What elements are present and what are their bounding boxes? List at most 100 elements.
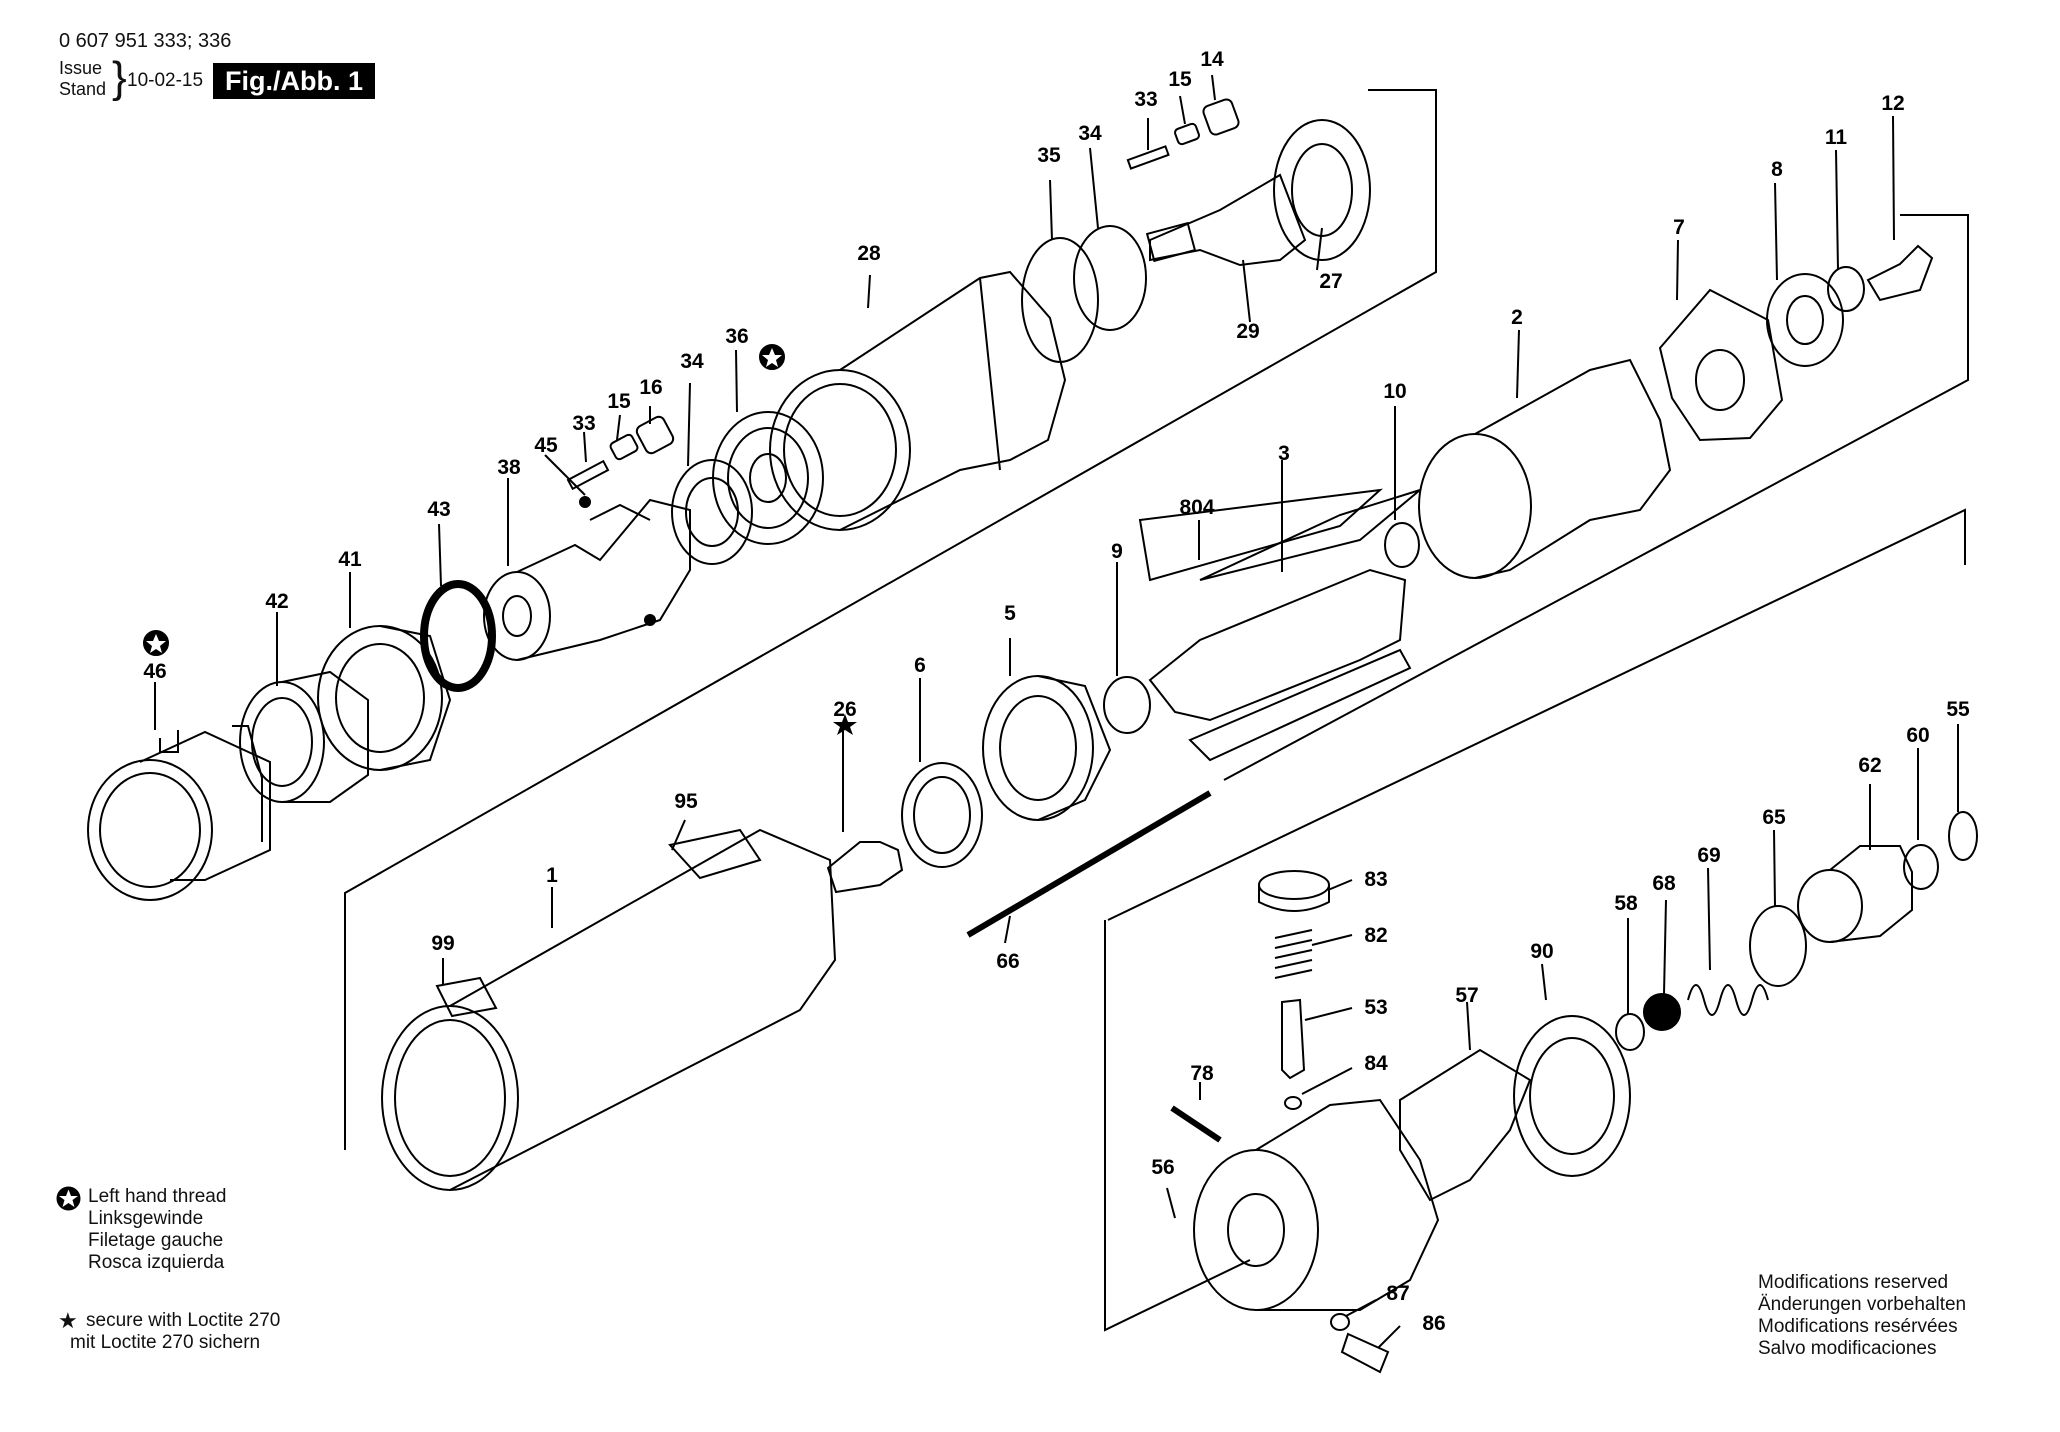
part-number-41: 41 (338, 548, 362, 571)
ball-bearing-8 (1766, 273, 1844, 367)
part-number-10: 10 (1383, 380, 1406, 403)
part-number-62: 62 (1858, 754, 1881, 777)
washer-34a (1073, 225, 1147, 331)
part-number-60: 60 (1906, 724, 1929, 747)
part-number-53: 53 (1364, 996, 1387, 1019)
issue-label: Issue (59, 58, 103, 78)
left-hand-thread-mark-46 (143, 630, 169, 656)
snap-ring-35 (1021, 237, 1099, 363)
part-number-1: 1 (546, 864, 558, 887)
ball-bearing-36 (712, 411, 824, 545)
stator-cylinder-2 (1418, 358, 1672, 579)
legend-line: Left hand thread (88, 1186, 227, 1207)
label-strip-99 (435, 976, 498, 1018)
o-ring-84 (1284, 1096, 1302, 1110)
rotor-shaft-38 (483, 498, 691, 661)
motor-housing-1 (381, 828, 837, 1191)
ball-bearing-41 (317, 625, 452, 771)
valve-stem-53 (1281, 998, 1306, 1080)
washer-34b (671, 459, 753, 565)
left-hand-thread-mark-36 (759, 344, 785, 370)
pin-78 (1170, 1105, 1222, 1143)
part-number-14: 14 (1200, 48, 1224, 71)
part-number-34: 34 (1078, 122, 1102, 145)
circled-star-icon (56, 1186, 81, 1211)
end-plate-5 (982, 675, 1112, 821)
legend-line: secure with Loctite 270 (86, 1310, 281, 1331)
part-number-58: 58 (1614, 892, 1638, 915)
part-number-83: 83 (1364, 868, 1387, 891)
cover-90 (1513, 1015, 1631, 1177)
part-number-7: 7 (1673, 216, 1685, 239)
spacer-ring-9 (1103, 676, 1151, 734)
part-number-78: 78 (1190, 1062, 1214, 1085)
part-number-35: 35 (1037, 144, 1061, 167)
distributor-57 (1399, 1048, 1532, 1202)
legend-line: Rosca izquierda (88, 1252, 225, 1273)
pin-33a (1126, 145, 1170, 170)
part-number-11: 11 (1825, 126, 1848, 149)
part-number-82: 82 (1364, 924, 1387, 947)
o-ring-43 (420, 580, 496, 692)
valve-housing-56 (1193, 1098, 1440, 1311)
upper-group-outline (344, 89, 1437, 1150)
part-number-15: 15 (1168, 68, 1192, 91)
screw-12 (1866, 244, 1934, 302)
pinion-26 (826, 841, 904, 894)
loctite-legend: ★ secure with Loctite 270 mit Loctite 27… (58, 1310, 281, 1354)
legend-line: Filetage gauche (88, 1230, 224, 1251)
washer-10 (1384, 522, 1420, 568)
part-number-86: 86 (1422, 1312, 1445, 1335)
washer-11 (1827, 266, 1865, 312)
part-number-38: 38 (497, 456, 521, 479)
legend-line: Modifications resérvées (1758, 1316, 1958, 1337)
legend-line: Salvo modificaciones (1758, 1338, 1937, 1359)
part-number-90: 90 (1530, 940, 1553, 963)
o-ring-58 (1615, 1013, 1645, 1051)
lower-group-outline (1107, 508, 1966, 921)
part-number-6: 6 (914, 654, 926, 677)
middle-group-outline (1223, 214, 1969, 781)
part-number-69: 69 (1697, 844, 1720, 867)
part-number-34: 34 (680, 350, 704, 373)
end-cap-46 (87, 725, 271, 901)
leader-lines (154, 74, 1959, 1349)
spring-69 (1687, 984, 1769, 1016)
modifications-notice: Modifications reserved Änderungen vorbeh… (1758, 1272, 1966, 1360)
part-number-68: 68 (1652, 872, 1676, 895)
legend-line: Modifications reserved (1758, 1272, 1949, 1293)
part-number-5: 5 (1004, 602, 1016, 625)
bearing-plate-29 (1145, 173, 1307, 267)
ball-68 (1643, 993, 1681, 1031)
part-number-29: 29 (1236, 320, 1259, 343)
o-ring-65 (1749, 905, 1807, 987)
ball-45b (644, 614, 656, 626)
roller-15b (609, 433, 639, 461)
part-number-28: 28 (857, 242, 881, 265)
part-number-45: 45 (534, 434, 558, 457)
gear-16 (635, 415, 675, 455)
part-number-9: 9 (1111, 540, 1123, 563)
stand-label: Stand (59, 79, 107, 99)
legend-line: mit Loctite 270 sichern (70, 1332, 261, 1353)
part-number-87: 87 (1386, 1282, 1409, 1305)
part-number-84: 84 (1364, 1052, 1388, 1075)
strainer-60 (1903, 844, 1939, 890)
part-number-33: 33 (572, 412, 595, 435)
left-hand-thread-legend: Left hand thread Linksgewinde Filetage g… (56, 1186, 227, 1274)
bottom-group-outline (1104, 920, 1251, 1332)
part-number-55: 55 (1946, 698, 1970, 721)
legend-line: Änderungen vorbehalten (1758, 1294, 1967, 1315)
part-number-65: 65 (1762, 806, 1786, 829)
loctite-mark-26 (833, 714, 857, 735)
label-strip-95 (668, 828, 762, 880)
spring-82 (1274, 929, 1313, 979)
issue-date: 10-02-15 (127, 70, 204, 91)
part-number-56: 56 (1151, 1156, 1174, 1179)
part-number-26: 26 (833, 698, 856, 721)
part-number-46: 46 (143, 660, 166, 683)
ball-45a (579, 496, 591, 508)
part-number-36: 36 (725, 325, 748, 348)
brace-glyph: } (112, 53, 127, 102)
